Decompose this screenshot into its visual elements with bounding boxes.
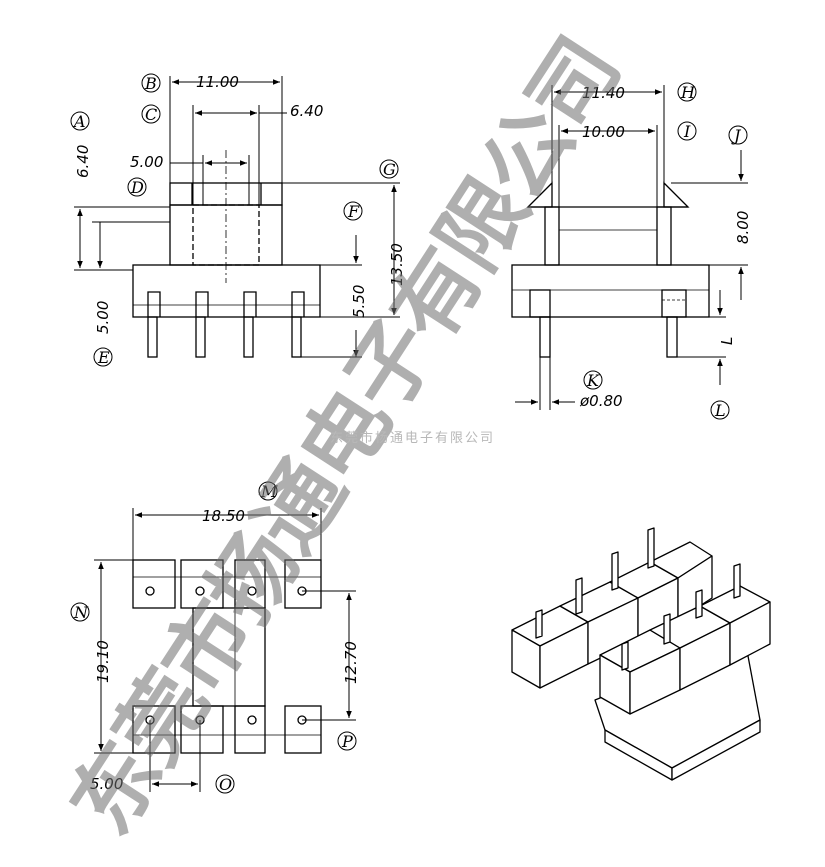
side-view-dimensions [515,85,748,410]
dim-8-00: 8.00 [734,211,752,244]
dim-5-50: 5.50 [350,285,368,318]
label-A: A [72,112,86,131]
dim-19-10: 19.10 [94,640,112,683]
side-view-labels: 11.40 10.00 8.00 L ø0.80 H I J K L [579,82,752,420]
label-E: E [97,348,110,367]
label-D: D [130,178,144,197]
label-H: H [680,83,696,102]
label-K: K [586,371,600,390]
label-B: B [144,74,157,93]
front-view-labels: 11.00 6.40 5.00 6.40 5.00 13.50 5.50 A B… [70,73,406,367]
dim-12-70: 12.70 [342,641,360,684]
dim-6-40-height: 6.40 [74,145,92,178]
dim-10-00: 10.00 [582,123,625,141]
dim-13-50: 13.50 [388,243,406,286]
label-M: M [260,482,278,501]
dim-11-00: 11.00 [196,73,239,91]
isometric-view [511,527,771,781]
label-N: N [73,603,89,622]
dim-5-00-pin: 5.00 [94,301,112,334]
front-view [132,150,321,358]
side-view [511,181,710,358]
label-P: P [341,732,353,751]
label-I: I [683,122,691,141]
dim-6-40-inner: 6.40 [290,102,323,120]
dim-L: L [718,337,736,345]
dim-11-40: 11.40 [582,84,625,102]
label-F: F [347,202,360,221]
bottom-view-dimensions [94,508,356,792]
dim-5-00-bottom: 5.00 [90,775,123,793]
bottom-view-labels: 18.50 19.10 12.70 5.00 M N O P [70,481,360,794]
label-L: L [714,401,726,420]
dim-18-50: 18.50 [202,507,245,525]
front-view-dimensions [74,76,400,358]
label-C: C [145,105,157,124]
dim-5-00-pitch: 5.00 [130,153,163,171]
label-O: O [219,775,232,794]
watermark-small: 东莞市杨通电子有限公司 [329,431,495,446]
bottom-view [132,559,322,754]
label-G: G [383,160,396,179]
label-J: J [731,126,742,145]
dim-pin-dia: ø0.80 [579,392,623,410]
